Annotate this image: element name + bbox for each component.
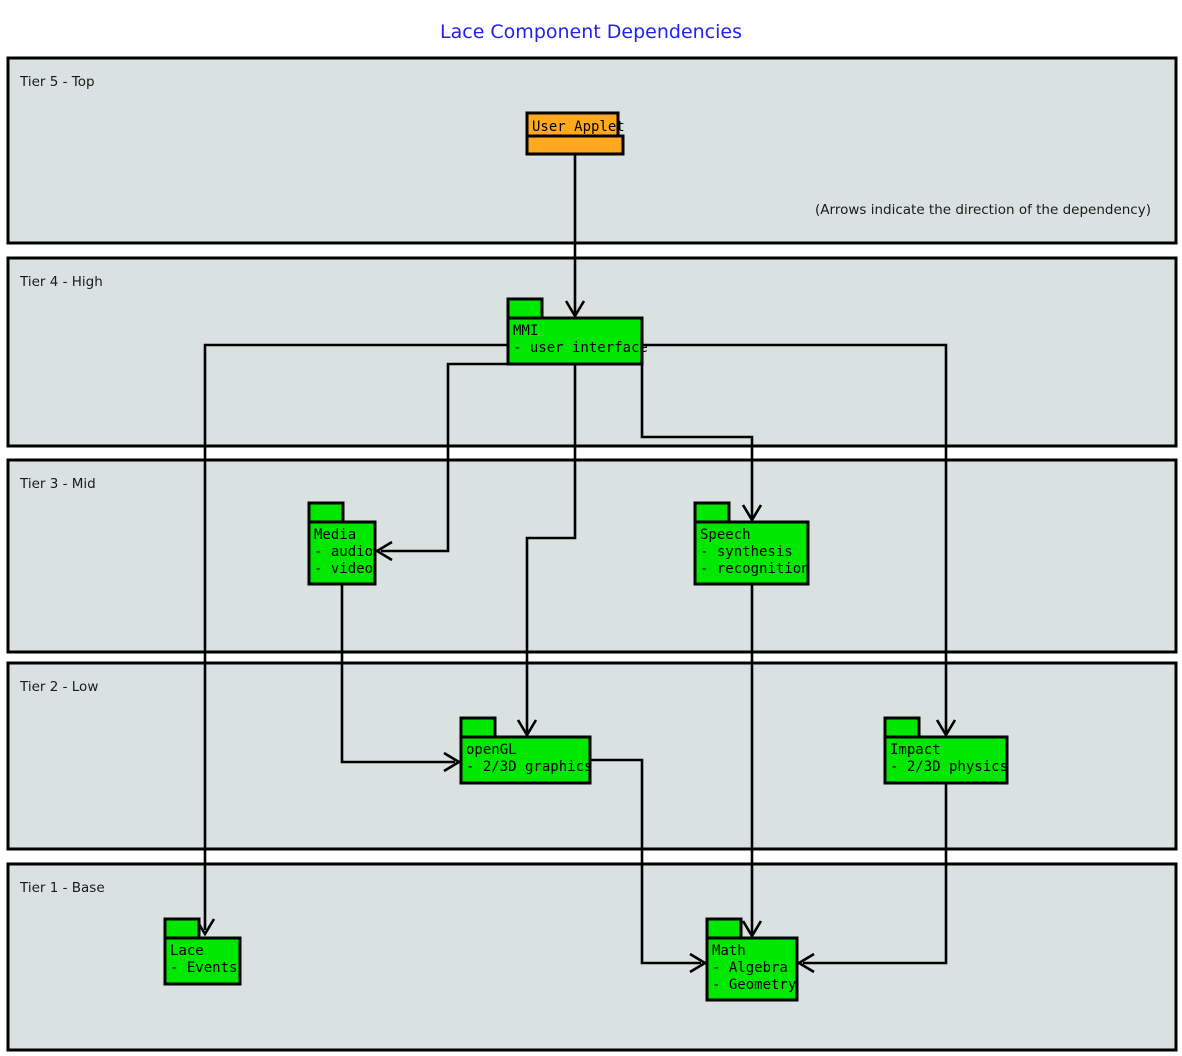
connector-speech-to-math xyxy=(741,584,763,939)
package-tab xyxy=(525,111,620,140)
tier-panel-tier4: Tier 4 - High xyxy=(6,256,1178,448)
package-name: Impact xyxy=(890,742,941,758)
arrowhead-icon xyxy=(796,952,815,974)
package-name: User Applet xyxy=(532,119,625,135)
package-body xyxy=(525,134,625,156)
package-name: openGL xyxy=(466,742,517,758)
package-math[interactable]: Math- Algebra- Geometry xyxy=(705,917,799,1002)
package-detail: - 2/3D physics xyxy=(890,759,1008,775)
connector-line xyxy=(590,758,701,965)
package-detail: - synthesis xyxy=(700,544,793,560)
connector-line xyxy=(640,345,754,518)
arrowhead-icon xyxy=(374,540,393,562)
connector-mmi-to-media xyxy=(374,362,508,562)
package-name: MMI xyxy=(513,323,538,339)
package-mmi[interactable]: MMI- user interface xyxy=(506,297,648,366)
package-opengl[interactable]: openGL- 2/3D graphics xyxy=(459,716,592,785)
package-name: Lace xyxy=(170,943,204,959)
connector-impact-to-math xyxy=(796,783,948,974)
package-body xyxy=(693,520,810,586)
package-name: Media xyxy=(314,527,356,543)
arrowhead-icon xyxy=(564,300,586,319)
tier-label: Tier 4 - High xyxy=(19,274,103,290)
connector-user-applet-to-mmi xyxy=(564,154,586,319)
tier-label: Tier 2 - Low xyxy=(19,679,98,695)
connector-line xyxy=(642,343,948,733)
connector-line xyxy=(803,783,948,965)
connector-line xyxy=(381,362,508,553)
package-speech[interactable]: Speech- synthesis- recognition xyxy=(693,501,810,586)
arrowhead-icon xyxy=(741,504,763,523)
connector-mmi-to-impact xyxy=(642,343,957,738)
package-detail: - recognition xyxy=(700,561,810,577)
package-media[interactable]: Media- audio- video xyxy=(307,501,377,586)
arrowhead-icon xyxy=(443,751,462,773)
tier-panel-background xyxy=(6,256,1178,448)
arrow-direction-note: (Arrows indicate the direction of the de… xyxy=(815,202,1151,218)
package-body xyxy=(459,735,592,785)
package-detail: - video xyxy=(314,561,373,577)
package-body xyxy=(307,520,377,586)
connector-line xyxy=(340,584,455,764)
tier-label: Tier 5 - Top xyxy=(19,74,95,90)
package-detail: - Algebra xyxy=(712,960,788,976)
connector-opengl-to-math xyxy=(590,758,708,974)
package-body xyxy=(506,316,644,366)
package-body xyxy=(883,735,1009,785)
dependency-connectors xyxy=(194,154,957,974)
package-impact[interactable]: Impact- 2/3D physics xyxy=(883,716,1009,785)
package-detail: - audio xyxy=(314,544,373,560)
connector-mmi-to-speech xyxy=(640,345,763,523)
connector-media-to-opengl xyxy=(340,584,462,773)
package-body xyxy=(705,936,799,1002)
tier-panel-background xyxy=(6,458,1178,654)
page-title: Lace Component Dependencies xyxy=(440,21,742,43)
connector-mmi-to-opengl xyxy=(516,364,577,738)
package-detail: - 2/3D graphics xyxy=(466,759,592,775)
tier-label: Tier 3 - Mid xyxy=(19,476,96,492)
tier-label: Tier 1 - Base xyxy=(19,880,105,896)
connector-line xyxy=(203,343,508,930)
package-detail: - Events xyxy=(170,960,237,976)
package-name: Speech xyxy=(700,527,751,543)
package-body xyxy=(163,936,242,986)
package-name: Math xyxy=(712,943,746,959)
package-detail: - Geometry xyxy=(712,977,796,993)
arrowhead-icon xyxy=(935,719,957,738)
package-user-applet[interactable]: User Applet xyxy=(525,111,625,156)
arrowhead-icon xyxy=(741,920,763,939)
connector-line xyxy=(525,364,577,733)
tier-panel-tier3: Tier 3 - Mid xyxy=(6,458,1178,654)
package-lace[interactable]: Lace- Events xyxy=(163,917,242,986)
arrowhead-icon xyxy=(689,952,708,974)
arrowhead-icon xyxy=(516,719,538,738)
package-detail: - user interface xyxy=(513,340,648,356)
